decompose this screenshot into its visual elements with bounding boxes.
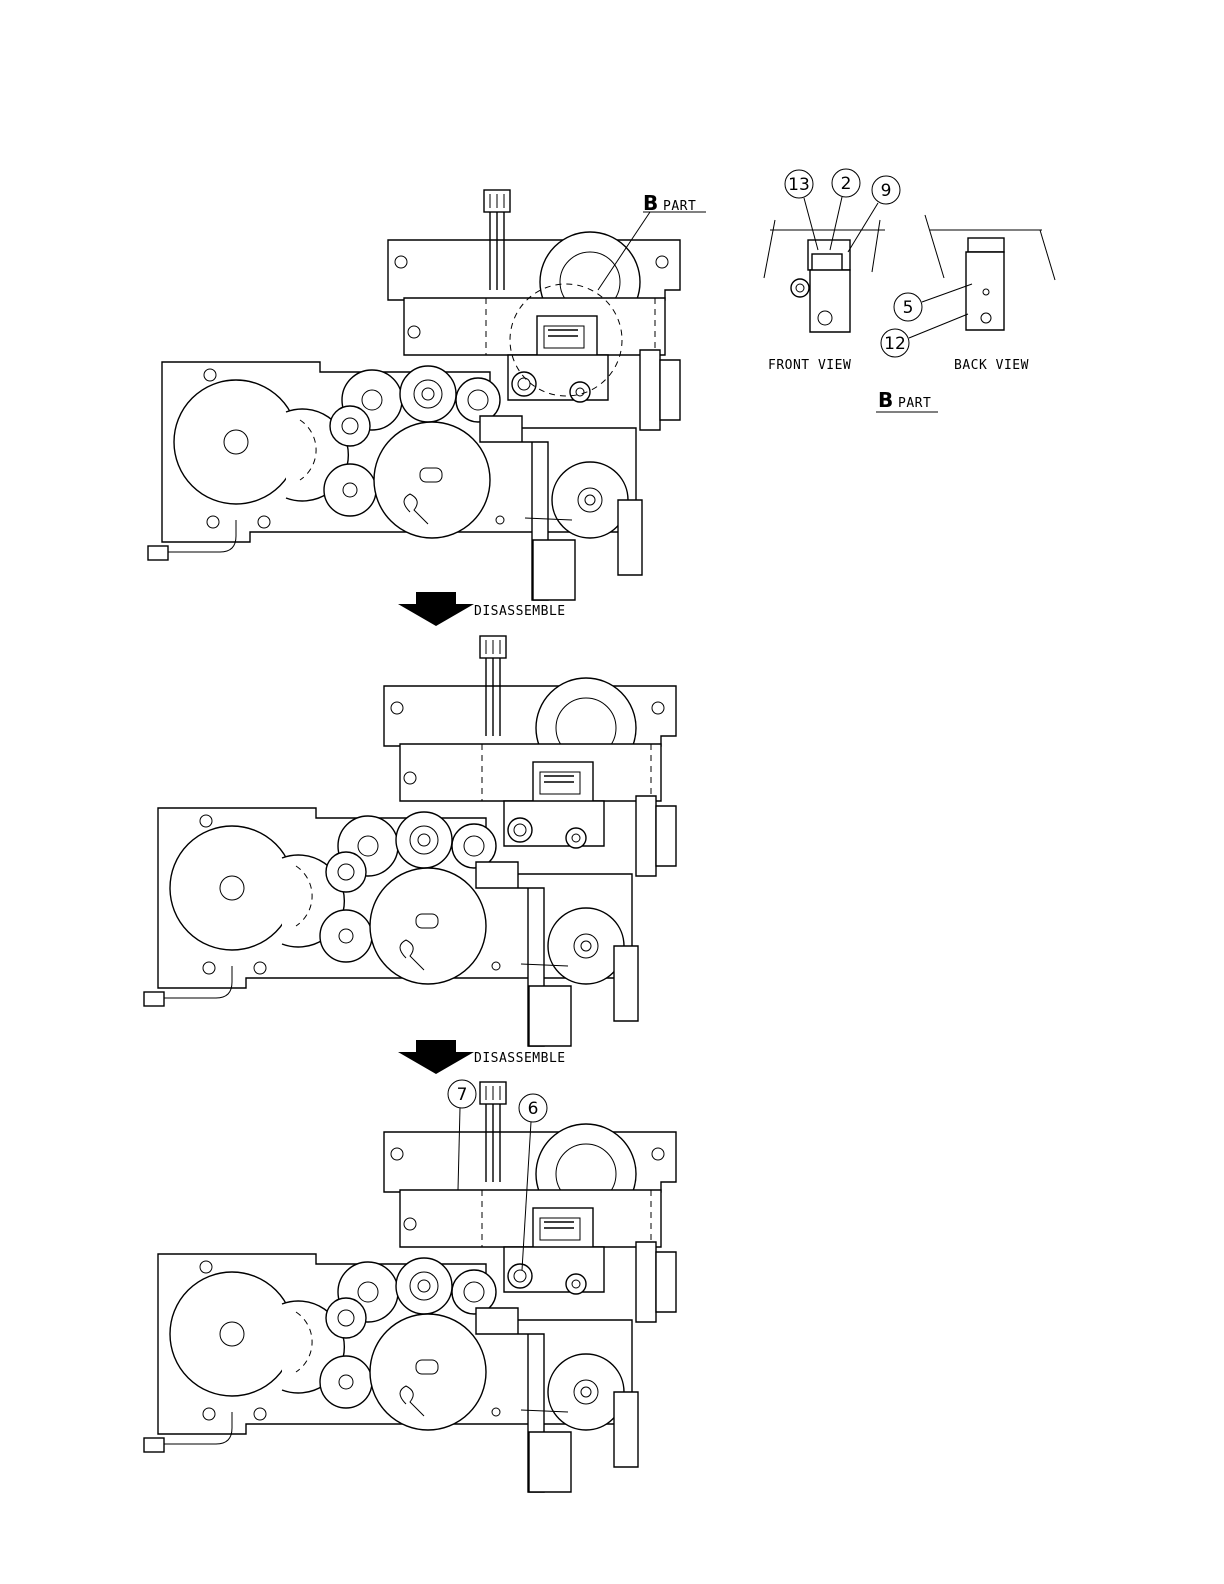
b-part-letter: B bbox=[643, 191, 658, 215]
callout-13: 13 bbox=[788, 175, 810, 195]
disassemble-arrow-1 bbox=[398, 592, 474, 626]
mechanism-view-1 bbox=[148, 190, 680, 600]
callout-12: 12 bbox=[884, 334, 906, 354]
b-part-word: PART bbox=[663, 199, 696, 214]
mechanism-view-3 bbox=[144, 1082, 676, 1492]
b-part-caption-letter: B bbox=[878, 388, 893, 412]
callout-7: 7 bbox=[457, 1085, 468, 1105]
front-view-label: FRONT VIEW bbox=[768, 358, 851, 373]
b-part-caption-word: PART bbox=[898, 396, 931, 411]
callout-5: 5 bbox=[903, 298, 914, 318]
back-view-label: BACK VIEW bbox=[954, 358, 1029, 373]
back-view-detail bbox=[925, 215, 1055, 330]
mechanism-view-2 bbox=[144, 636, 676, 1046]
disassemble-arrow-2 bbox=[398, 1040, 474, 1074]
disassemble-label-1: DISASSEMBLE bbox=[474, 604, 566, 619]
front-view-detail bbox=[764, 220, 885, 332]
callout-9: 9 bbox=[881, 181, 892, 201]
disassemble-label-2: DISASSEMBLE bbox=[474, 1051, 566, 1066]
callout-6: 6 bbox=[528, 1099, 539, 1119]
callout-2: 2 bbox=[841, 174, 852, 194]
